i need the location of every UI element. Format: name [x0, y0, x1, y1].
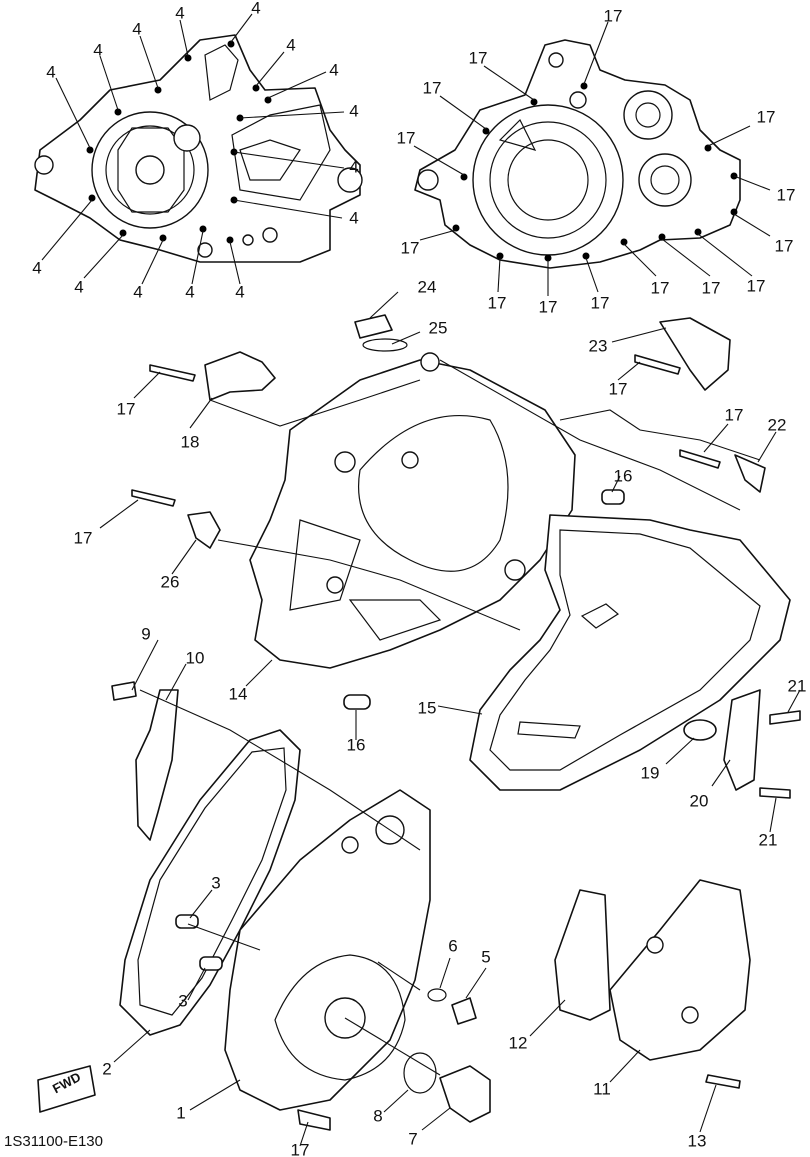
- callout-24: 24: [417, 277, 437, 297]
- callout-17: 17: [756, 107, 776, 127]
- callout-17: 17: [468, 48, 488, 68]
- callout-4: 4: [349, 208, 359, 228]
- callout-3: 3: [211, 873, 221, 893]
- callout-17: 17: [603, 6, 623, 26]
- callout-18: 18: [180, 432, 200, 452]
- callout-17: 17: [422, 78, 442, 98]
- callout-17: 17: [746, 276, 766, 296]
- callout-13: 13: [687, 1131, 707, 1151]
- callout-20: 20: [689, 791, 709, 811]
- callout-17: 17: [776, 185, 796, 205]
- callout-4: 4: [286, 35, 296, 55]
- callout-4: 4: [133, 282, 143, 302]
- callout-16: 16: [346, 735, 366, 755]
- callout-17: 17: [774, 236, 794, 256]
- callout-9: 9: [141, 624, 151, 644]
- callout-17: 17: [590, 293, 610, 313]
- right-cover-bolt-pattern: [413, 21, 771, 296]
- callout-4: 4: [185, 282, 195, 302]
- callout-17: 17: [487, 293, 507, 313]
- callout-15: 15: [417, 698, 437, 718]
- diagram-code: 1S31100-E130: [4, 1133, 103, 1150]
- callout-17: 17: [538, 297, 558, 317]
- callout-16: 16: [613, 466, 633, 486]
- callout-17: 17: [650, 278, 670, 298]
- callout-4: 4: [132, 19, 142, 39]
- callout-17: 17: [400, 238, 420, 258]
- callout-10: 10: [185, 648, 205, 668]
- callout-21: 21: [758, 830, 778, 850]
- callout-22: 22: [767, 415, 787, 435]
- callout-21: 21: [787, 676, 807, 696]
- middle-leader-lines: [99, 291, 801, 833]
- callout-17: 17: [608, 379, 628, 399]
- callout-17: 17: [73, 528, 93, 548]
- crankcase-cover-assembly: [111, 314, 801, 841]
- callout-23: 23: [588, 336, 608, 356]
- callout-2: 2: [102, 1059, 112, 1079]
- callout-19: 19: [640, 763, 660, 783]
- callout-4: 4: [74, 277, 84, 297]
- callout-17: 17: [701, 278, 721, 298]
- callout-5: 5: [481, 947, 491, 967]
- left-cover-bolt-pattern: [34, 13, 363, 285]
- callout-4: 4: [329, 60, 339, 80]
- callout-4: 4: [93, 40, 103, 60]
- callout-14: 14: [228, 684, 248, 704]
- callout-17: 17: [724, 405, 744, 425]
- callout-7: 7: [408, 1129, 418, 1149]
- callout-4: 4: [251, 0, 261, 18]
- callout-17: 17: [396, 128, 416, 148]
- callout-4: 4: [32, 258, 42, 278]
- callout-4: 4: [175, 3, 185, 23]
- callout-4: 4: [349, 101, 359, 121]
- callout-4: 4: [235, 282, 245, 302]
- callout-1: 1: [176, 1103, 186, 1123]
- callout-17: 17: [116, 399, 136, 419]
- callout-4: 4: [46, 62, 56, 82]
- callout-25: 25: [428, 318, 448, 338]
- callout-11: 11: [593, 1079, 611, 1099]
- callout-3: 3: [178, 991, 188, 1011]
- callout-4: 17: [290, 1140, 310, 1157]
- callout-26: 26: [160, 572, 180, 592]
- callout-4: 4: [349, 157, 359, 177]
- callout-12: 12: [508, 1033, 528, 1053]
- generator-cover-assembly: [37, 639, 751, 1147]
- callout-6: 6: [448, 936, 458, 956]
- callout-8: 8: [373, 1106, 383, 1126]
